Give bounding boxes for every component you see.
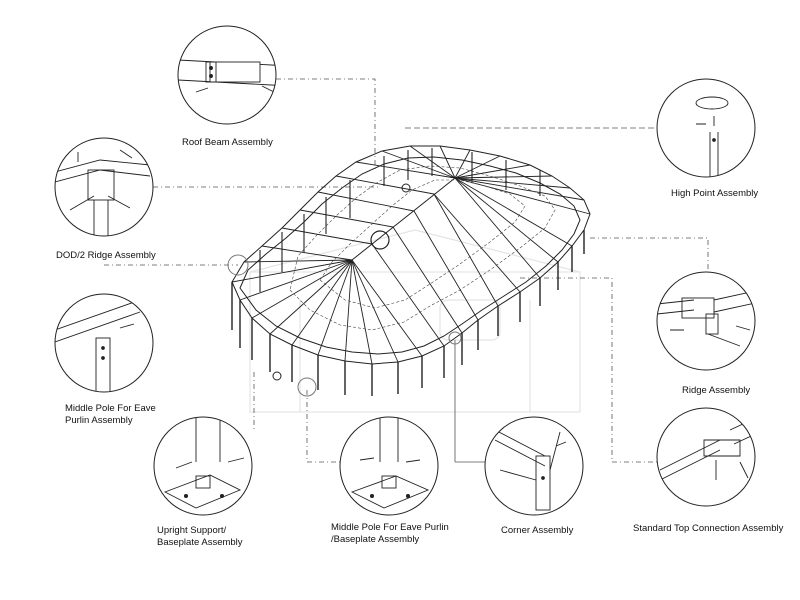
- detail-ridge: [656, 271, 756, 371]
- label-dod-ridge-assembly: DOD/2 Ridge Assembly: [56, 250, 156, 261]
- detail-middle-pole-eave: [54, 293, 154, 393]
- label-high-point-assembly: High Point Assembly: [671, 188, 759, 199]
- leader-lines: [104, 78, 709, 463]
- label-upright-support-baseplate-assembly: Upright Support/ Baseplate Assembly: [157, 525, 243, 548]
- detail-standard-top: [656, 407, 756, 507]
- label-standard-top-connection-assembly: Standard Top Connection Assembly: [633, 523, 784, 534]
- watermark: [249, 229, 581, 413]
- tent-frame: [227, 145, 591, 397]
- label-corner-assembly: Corner Assembly: [501, 525, 574, 536]
- detail-dod-ridge: [54, 137, 154, 237]
- detail-high-point: [656, 78, 756, 178]
- label-roof-beam-assembly: Roof Beam Assembly: [182, 137, 273, 148]
- label-ridge-assembly: Ridge Assembly: [682, 385, 751, 396]
- detail-middle-pole-baseplate: [339, 416, 439, 516]
- label-middle-pole-eave-purlin-baseplate-assembly: Middle Pole For Eave Purlin /Baseplate A…: [331, 522, 449, 545]
- detail-upright-baseplate: [153, 416, 253, 516]
- detail-corner: [484, 416, 584, 516]
- label-middle-pole-eave-purlin-assembly: Middle Pole For Eave Purlin Assembly: [65, 403, 156, 426]
- detail-roof-beam: [177, 25, 277, 125]
